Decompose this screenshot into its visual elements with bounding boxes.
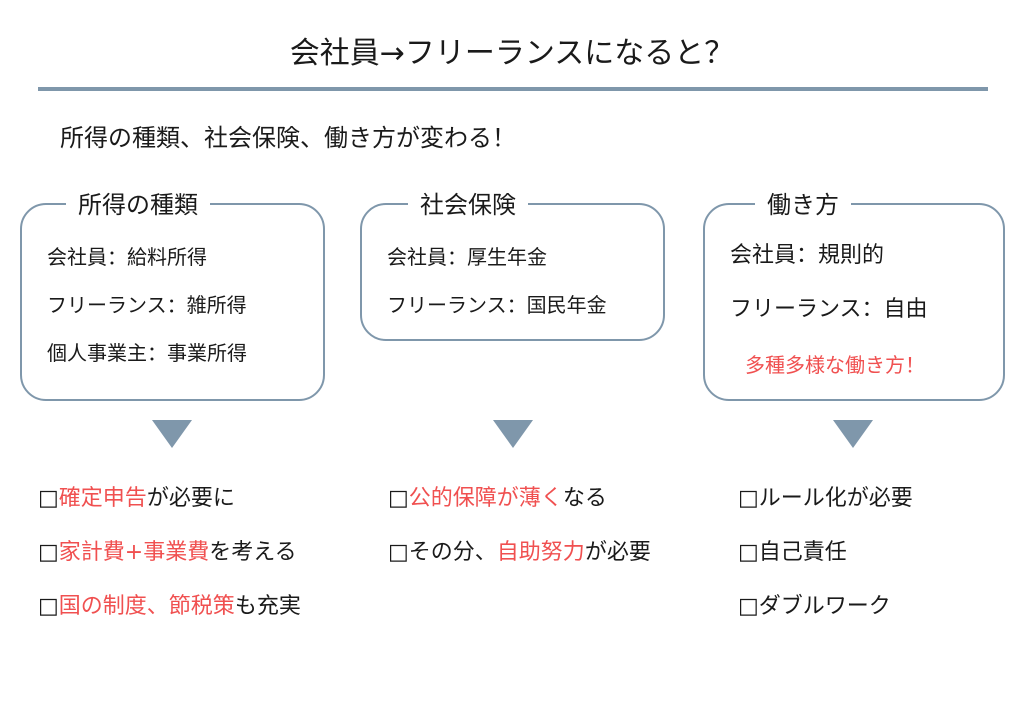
slide-title: 会社員→フリーランスになると？ [289,36,735,71]
highlighted-text: 公的保障が薄く [408,486,563,511]
text: □ [38,486,59,511]
text: □ [38,540,59,565]
income-type-box: 所得の種類 会社員：給料所得 フリーランス：雑所得 個人事業主：事業所得 [20,185,325,401]
text: □その分、 [388,540,497,565]
title-divider [38,87,988,91]
highlighted-text: 家計費+事業費 [58,540,210,565]
checklist-item: □その分、自助努力が必要 [388,534,651,566]
work-style-box: 働き方 会社員：規則的 フリーランス：自由 多種多様な働き方！ [703,185,1005,401]
text: が必要に [146,486,235,511]
down-arrow-icon [152,420,192,448]
box-label: 社会保険 [408,185,528,220]
text: も充実 [234,594,301,619]
text: □ダブルワーク [738,594,891,619]
checklist-item: □ルール化が必要 [738,480,913,512]
highlighted-text: 確定申告 [58,486,147,511]
checklist-item: □家計費+事業費を考える [38,534,297,566]
down-arrow-icon [493,420,533,448]
text: □ [388,486,409,511]
box-note: 多種多様な働き方！ [745,353,925,377]
highlighted-text: 自助努力 [496,540,585,565]
checklist-item: □ダブルワーク [738,588,891,620]
checklist-item: □国の制度、節税策も充実 [38,588,301,620]
highlighted-text: 国の制度、節税策 [58,594,235,619]
down-arrow-icon [833,420,873,448]
checklist-item: □公的保障が薄くなる [388,480,607,512]
text: □自己責任 [738,540,847,565]
social-insurance-box: 社会保険 会社員：厚生年金 フリーランス：国民年金 [360,185,665,341]
box-line: 会社員：給料所得 [47,245,207,269]
box-line: フリーランス：自由 [730,297,928,322]
box-line: 会社員：規則的 [730,243,885,268]
text: □ルール化が必要 [738,486,913,511]
box-line: フリーランス：国民年金 [387,293,607,317]
checklist-item: □確定申告が必要に [38,480,235,512]
box-line: 個人事業主：事業所得 [47,341,247,365]
slide-subtitle: 所得の種類、社会保険、働き方が変わる！ [60,124,516,152]
text: を考える [209,540,297,565]
text: が必要 [584,540,651,565]
box-line: フリーランス：雑所得 [47,293,247,317]
box-label: 働き方 [755,185,851,220]
box-line: 会社員：厚生年金 [387,245,547,269]
text: □ [38,594,59,619]
text: なる [562,486,607,511]
box-label: 所得の種類 [66,185,210,220]
checklist-item: □自己責任 [738,534,847,566]
